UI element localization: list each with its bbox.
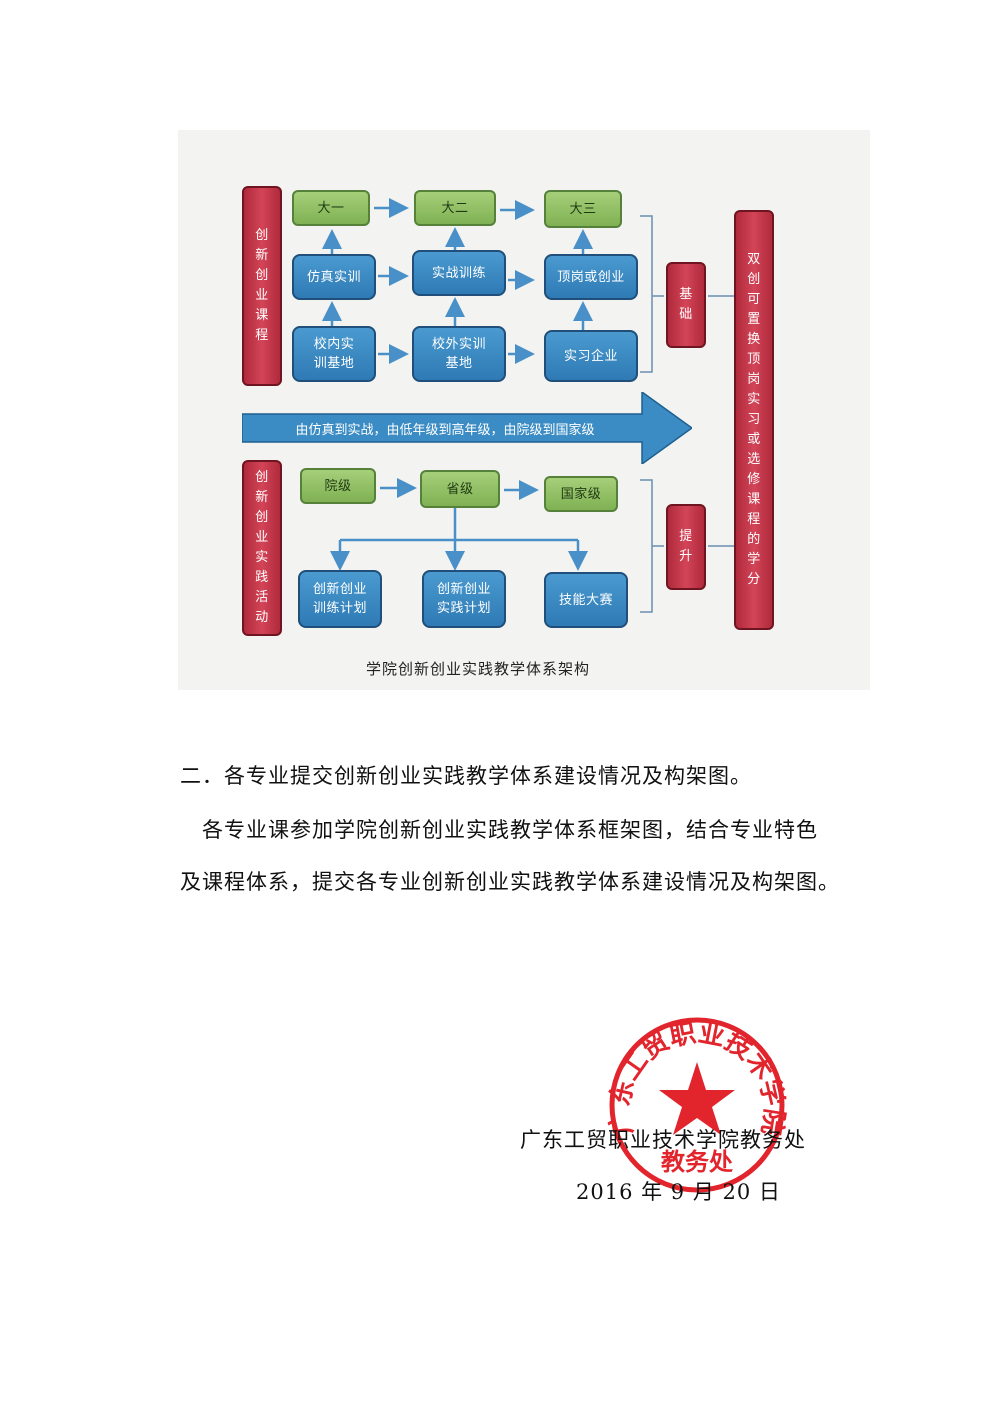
section-line-2: 及课程体系，提交各专业创新创业实践教学体系建设情况及构架图。 xyxy=(180,870,840,894)
year-1-box: 大一 xyxy=(292,190,370,226)
left-bar-courses: 创新创业课程 xyxy=(242,186,282,386)
section-heading: 二．各专业提交创新创业实践教学体系建设情况及构架图。 xyxy=(180,764,752,788)
progress-arrow-label: 由仿真到实战，由低年级到高年级，由院级到国家级 xyxy=(295,422,595,438)
internship-enterprise-box: 实习企业 xyxy=(544,330,638,382)
off-campus-base-box: 校外实训基地 xyxy=(412,326,506,382)
section-line-1: 各专业课参加学院创新创业实践教学体系框架图，结合专业特色 xyxy=(202,818,818,842)
diagram-caption: 学院创新创业实践教学体系架构 xyxy=(365,660,590,678)
bracket-foundation xyxy=(640,215,653,373)
training-plan-box: 创新创业训练计划 xyxy=(298,570,382,628)
bracket-improve xyxy=(640,479,653,613)
province-level-box: 省级 xyxy=(420,470,500,508)
foundation-box: 基础 xyxy=(666,262,706,348)
simulation-training-box: 仿真实训 xyxy=(292,254,376,300)
college-level-box: 院级 xyxy=(300,468,376,504)
year-2-box: 大二 xyxy=(414,190,496,226)
improve-box: 提升 xyxy=(666,504,706,590)
signature-date: 2016 年 9 月 20 日 xyxy=(576,1180,781,1204)
year-3-box: 大三 xyxy=(544,190,622,228)
credit-exchange-label: 双创可置换顶岗实习或选修课程的学分 xyxy=(747,252,761,587)
skills-contest-box: 技能大赛 xyxy=(544,572,628,628)
combat-training-box: 实战训练 xyxy=(412,250,506,296)
progress-arrow xyxy=(242,392,692,464)
national-level-box: 国家级 xyxy=(544,476,618,512)
credit-exchange-box: 双创可置换顶岗实习或选修课程的学分 xyxy=(734,210,774,630)
internship-startup-box: 顶岗或创业 xyxy=(544,254,638,300)
improve-label: 提升 xyxy=(679,529,693,564)
on-campus-base-box: 校内实训基地 xyxy=(292,326,376,382)
foundation-label: 基础 xyxy=(679,287,693,322)
left-bar-activities: 创新创业实践活动 xyxy=(242,460,282,636)
svg-text:教务处: 教务处 xyxy=(661,1147,733,1176)
official-seal: 广东工贸职业技术学院 教务处 xyxy=(604,1017,790,1193)
practice-plan-box: 创新创业实践计划 xyxy=(422,570,506,628)
signature-org: 广东工贸职业技术学院教务处 xyxy=(520,1128,806,1152)
left-bar-courses-label: 创新创业课程 xyxy=(255,228,269,343)
left-bar-activities-label: 创新创业实践活动 xyxy=(255,470,269,625)
